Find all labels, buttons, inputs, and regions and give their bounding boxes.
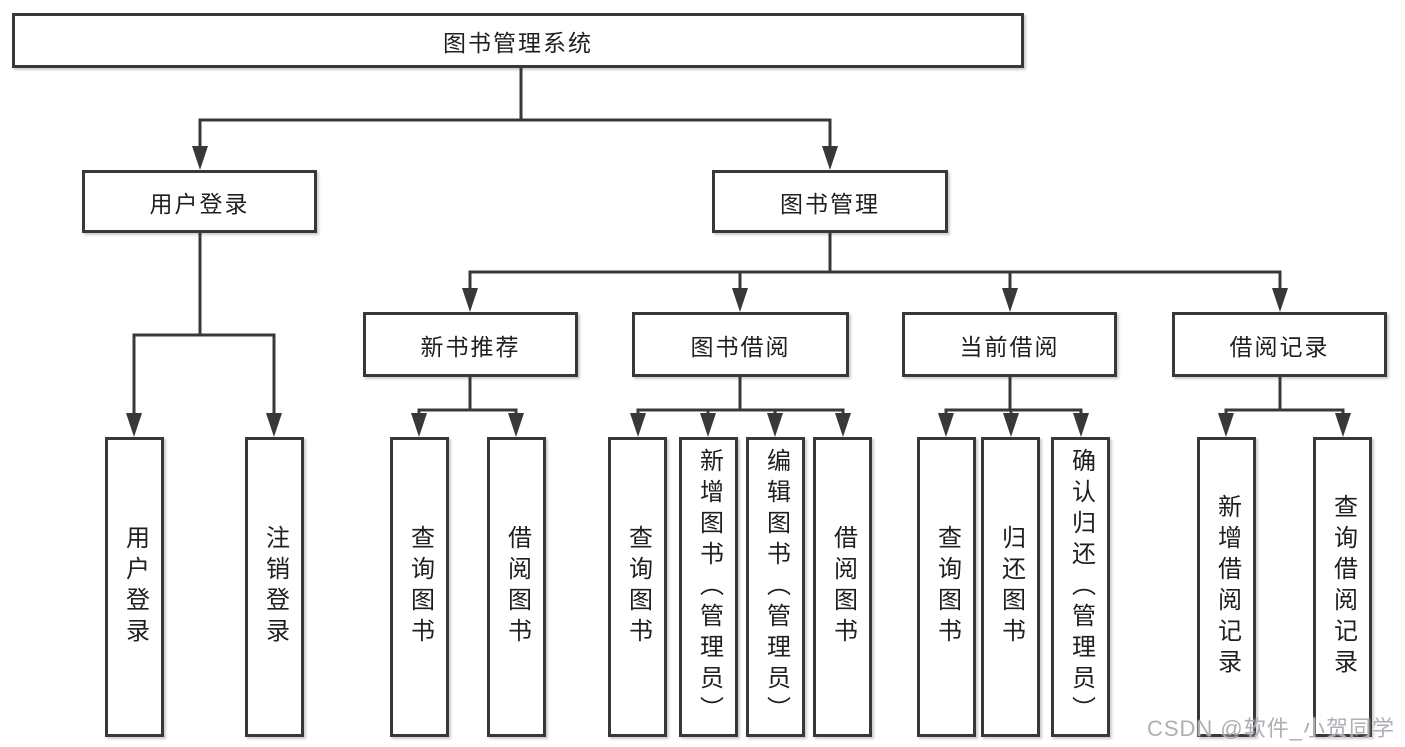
leaf-borrow-book-recommend: 借阅图书	[487, 437, 546, 737]
node-book-mgmt-branch: 图书管理	[712, 170, 948, 233]
leaf-query-book-recommend: 查询图书	[390, 437, 449, 737]
leaf-logout-label: 注销登录	[261, 525, 289, 649]
leaf-borrow-book: 借阅图书	[813, 437, 872, 737]
leaf-add-book-admin: 新增图书（管理员）	[679, 437, 738, 737]
connector-root-to-branches	[192, 68, 838, 170]
leaf-query-borrow-record-label: 查询借阅记录	[1329, 494, 1357, 680]
leaf-query-borrow-record: 查询借阅记录	[1313, 437, 1372, 737]
node-new-book-recommend-label: 新书推荐	[420, 333, 521, 360]
leaf-query-book-current: 查询图书	[917, 437, 976, 737]
node-new-book-recommend: 新书推荐	[363, 312, 578, 377]
node-root: 图书管理系统	[12, 13, 1024, 68]
leaf-borrow-book-recommend-label: 借阅图书	[503, 525, 531, 649]
connector-user-login-to-leaves	[126, 233, 282, 437]
connector-new-book-to-leaves	[411, 377, 524, 437]
leaf-edit-book-admin-label: 编辑图书（管理员）	[762, 447, 790, 727]
csdn-watermark: CSDN @软件_小贺同学	[1146, 716, 1395, 741]
connector-borrow-record-to-leaves	[1218, 377, 1351, 437]
node-borrow-record-label: 借阅记录	[1229, 333, 1330, 360]
connector-book-mgmt-to-groups	[462, 233, 1288, 312]
leaf-return-book: 归还图书	[981, 437, 1040, 737]
node-book-borrow: 图书借阅	[632, 312, 849, 377]
leaf-logout: 注销登录	[245, 437, 304, 737]
leaf-add-borrow-record: 新增借阅记录	[1197, 437, 1256, 737]
node-user-login-branch: 用户登录	[82, 170, 317, 233]
leaf-query-book-borrow: 查询图书	[608, 437, 667, 737]
leaf-query-book-borrow-label: 查询图书	[624, 525, 652, 649]
leaf-user-login-label: 用户登录	[121, 525, 149, 649]
node-current-borrow-label: 当前借阅	[959, 333, 1060, 360]
leaf-query-book-recommend-label: 查询图书	[406, 525, 434, 649]
leaf-query-book-current-label: 查询图书	[933, 525, 961, 649]
node-borrow-record: 借阅记录	[1172, 312, 1387, 377]
leaf-borrow-book-label: 借阅图书	[829, 525, 857, 649]
node-book-mgmt-branch-label: 图书管理	[780, 190, 880, 217]
leaf-return-book-label: 归还图书	[997, 525, 1025, 649]
node-book-borrow-label: 图书借阅	[690, 333, 791, 360]
connector-current-borrow-to-leaves	[938, 377, 1089, 437]
leaf-user-login: 用户登录	[105, 437, 164, 737]
node-root-label: 图书管理系统	[443, 29, 593, 56]
leaf-confirm-return-admin-label: 确认归还（管理员）	[1067, 447, 1095, 727]
leaf-add-book-admin-label: 新增图书（管理员）	[695, 447, 723, 727]
node-current-borrow: 当前借阅	[902, 312, 1117, 377]
connector-book-borrow-to-leaves	[630, 377, 851, 437]
leaf-edit-book-admin: 编辑图书（管理员）	[746, 437, 805, 737]
leaf-add-borrow-record-label: 新增借阅记录	[1213, 494, 1241, 680]
leaf-confirm-return-admin: 确认归还（管理员）	[1051, 437, 1110, 737]
node-user-login-branch-label: 用户登录	[149, 190, 250, 217]
